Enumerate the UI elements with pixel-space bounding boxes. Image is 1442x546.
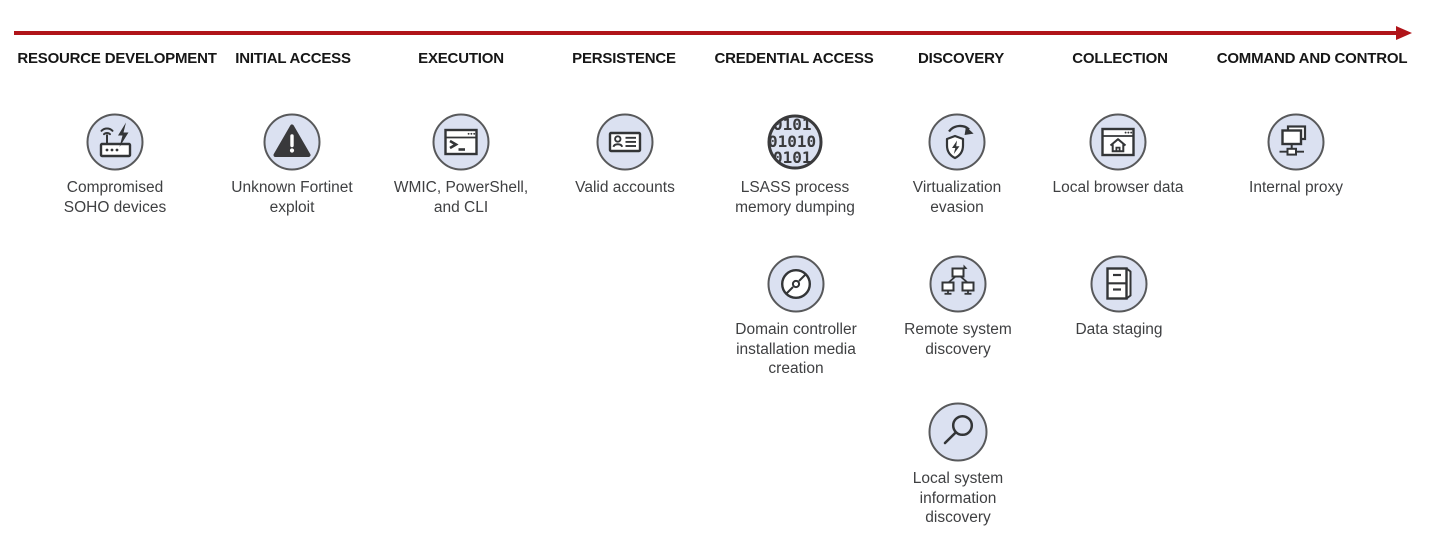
filing-cabinet-icon [1090, 255, 1148, 313]
technique-domain-controller-media: Domain controller installation media cre… [711, 255, 881, 379]
technique-label: WMIC, PowerShell, and CLI [393, 179, 529, 216]
id-card-icon [596, 113, 654, 171]
disc-media-icon [767, 255, 825, 313]
technique-label: Local system information discovery [912, 470, 1004, 526]
technique-lsass-memory-dumping: 0101 01010 0101 LSASS process memory dum… [710, 113, 880, 217]
stage-header-persistence: PERSISTENCE [572, 50, 676, 67]
technique-label: Unknown Fortinet exploit [231, 179, 353, 216]
technique-local-system-info-discovery: Local system information discovery [873, 402, 1043, 528]
stage-header-execution: EXECUTION [418, 50, 504, 67]
browser-home-icon [1089, 113, 1147, 171]
timeline-arrow-line [14, 31, 1398, 35]
magnifier-icon [928, 402, 988, 462]
technique-wmic-powershell-cli: WMIC, PowerShell, and CLI [376, 113, 546, 217]
technique-remote-system-discovery: Remote system discovery [873, 255, 1043, 359]
svg-text:0101: 0101 [773, 115, 812, 134]
stage-header-initial-access: INITIAL ACCESS [235, 50, 351, 67]
dual-monitor-network-icon [1267, 113, 1325, 171]
network-computers-icon [929, 255, 987, 313]
technique-virtualization-evasion: Virtualization evasion [872, 113, 1042, 217]
warning-triangle-icon [263, 113, 321, 171]
svg-text:01010: 01010 [768, 132, 816, 151]
technique-label: Internal proxy [1249, 179, 1343, 196]
technique-label: Virtualization evasion [912, 179, 1002, 216]
stage-header-command-and-control: COMMAND AND CONTROL [1216, 50, 1408, 67]
svg-text:0101: 0101 [773, 148, 812, 167]
technique-valid-accounts: Valid accounts [540, 113, 710, 198]
stage-header-discovery: DISCOVERY [918, 50, 1004, 67]
technique-label: Valid accounts [575, 179, 675, 196]
technique-data-staging: Data staging [1034, 255, 1204, 340]
technique-label: Remote system discovery [904, 321, 1012, 358]
stage-header-resource-development: RESOURCE DEVELOPMENT [17, 50, 217, 67]
shield-refresh-arrow-icon [928, 113, 986, 171]
technique-label: Compromised SOHO devices [63, 179, 167, 216]
stage-header-credential-access: CREDENTIAL ACCESS [714, 50, 874, 67]
terminal-window-icon [432, 113, 490, 171]
technique-label: Data staging [1075, 321, 1163, 338]
technique-internal-proxy: Internal proxy [1211, 113, 1381, 198]
timeline-arrowhead-icon [1396, 26, 1412, 40]
technique-unknown-fortinet-exploit: Unknown Fortinet exploit [207, 113, 377, 217]
technique-label: Domain controller installation media cre… [735, 321, 857, 377]
technique-local-browser-data: Local browser data [1033, 113, 1203, 198]
router-wifi-lightning-icon [86, 113, 144, 171]
technique-label: Local browser data [1052, 179, 1184, 196]
technique-label: LSASS process memory dumping [735, 179, 855, 216]
technique-compromised-soho-devices: Compromised SOHO devices [30, 113, 200, 217]
binary-circle-icon: 0101 01010 0101 [767, 114, 823, 170]
stage-header-collection: COLLECTION [1072, 50, 1168, 67]
